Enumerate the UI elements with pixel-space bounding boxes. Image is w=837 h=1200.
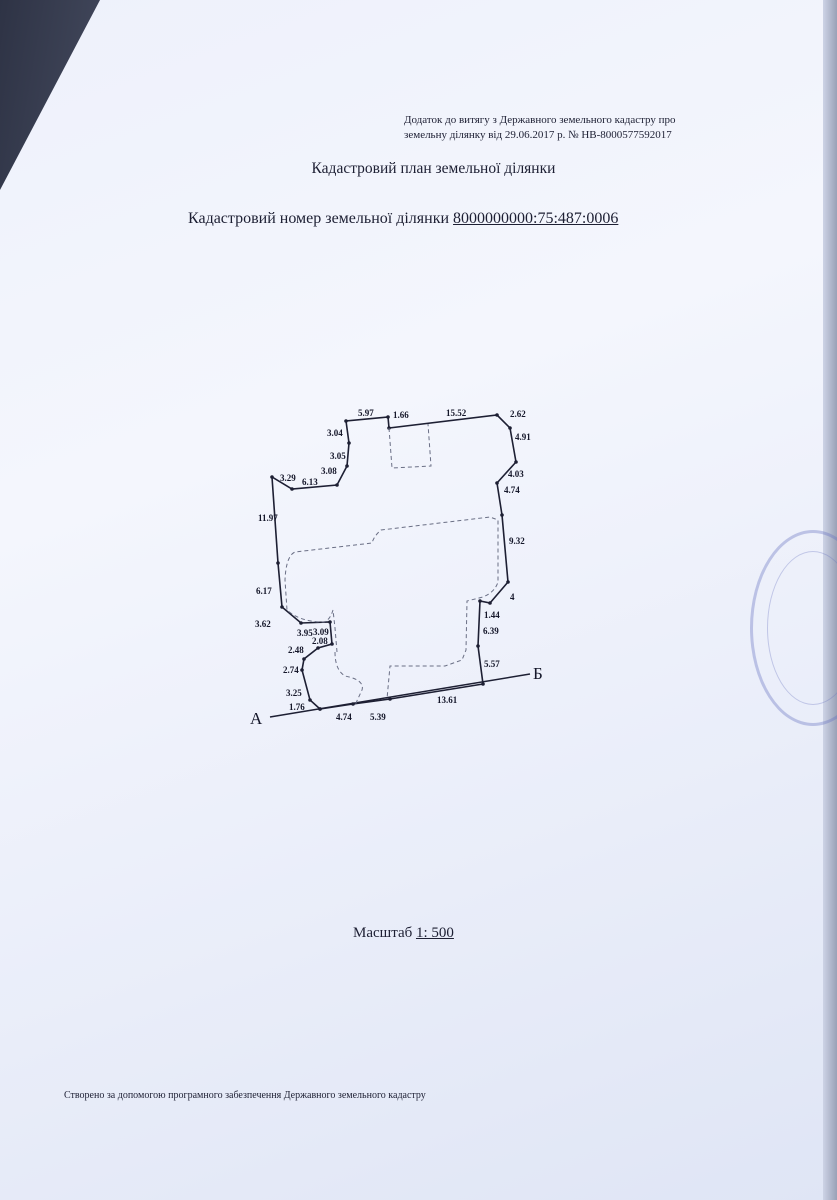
boundary-vertex (270, 475, 274, 479)
boundary-vertex (506, 580, 510, 584)
segment-length-label: 4.03 (508, 469, 524, 479)
boundary-vertex (345, 464, 349, 468)
boundary-vertex (308, 698, 312, 702)
segment-length-label: 13.61 (437, 695, 458, 705)
boundary-vertex (330, 642, 334, 646)
footer-note: Створено за допомогою програмного забезп… (64, 1090, 426, 1101)
segment-length-label: 9.32 (509, 536, 525, 546)
segment-length-label: 1.66 (393, 410, 409, 420)
segment-length-label: 15.52 (446, 408, 467, 418)
point-a-label: А (250, 709, 263, 728)
boundary-vertex (386, 415, 390, 419)
scale-line: Масштаб 1: 500 (353, 925, 454, 942)
segment-length-label: 6.13 (302, 477, 318, 487)
boundary-vertex (316, 646, 320, 650)
boundary-vertex (328, 620, 332, 624)
point-b-label: Б (533, 664, 543, 683)
parcel-boundary (271, 414, 517, 710)
boundary-vertex (335, 483, 339, 487)
boundary-vertex (299, 621, 303, 625)
segment-length-label: 4.91 (515, 432, 531, 442)
segment-length-label: 5.97 (358, 408, 374, 418)
segment-length-label: 2.74 (283, 665, 299, 675)
annex-note: Додаток до витягу з Державного земельног… (404, 113, 704, 143)
boundary-vertex (344, 419, 348, 423)
boundary-vertex (495, 481, 499, 485)
scale-value: 1: 500 (415, 925, 454, 941)
segment-length-label: 3.25 (286, 688, 302, 698)
segment-length-label: 4 (510, 592, 515, 602)
annex-line-2: земельну ділянку від 29.06.2017 р. № НВ-… (404, 129, 672, 141)
cadastral-number-line: Кадастровий номер земельної ділянки 8000… (188, 210, 618, 228)
segment-length-label: 2.08 (312, 636, 328, 646)
boundary-vertex (481, 682, 485, 686)
boundary-vertex (276, 561, 280, 565)
cadastral-number-label: Кадастровий номер земельної ділянки (188, 210, 450, 227)
document-title: Кадастровий план земельної ділянки (311, 160, 556, 177)
segment-length-label: 3.04 (327, 428, 343, 438)
segment-length-label: 3.62 (255, 619, 271, 629)
boundary-vertex (300, 668, 304, 672)
segment-length-label: 3.29 (280, 473, 296, 483)
cadastral-number: 8000000000:75:487:0006 (453, 210, 619, 227)
boundary-vertex (478, 599, 482, 603)
building-outline (284, 423, 499, 706)
boundary-vertex (280, 605, 284, 609)
segment-length-label: 3.95 (297, 628, 313, 638)
segment-length-label: 4.74 (504, 485, 520, 495)
segment-length-label: 6.39 (483, 626, 499, 636)
line-a-b (269, 673, 531, 718)
boundary-vertex (476, 644, 480, 648)
boundary-vertex (495, 413, 499, 417)
boundary-vertex (347, 441, 351, 445)
segment-length-label: 1.76 (289, 702, 305, 712)
boundary-vertex (388, 697, 392, 701)
segment-length-label: 5.39 (370, 712, 386, 722)
segment-length-label: 2.48 (288, 645, 304, 655)
segment-length-label: 2.62 (510, 409, 526, 419)
boundary-vertex (488, 601, 492, 605)
boundary-vertex (351, 702, 355, 706)
segment-length-label: 6.17 (256, 586, 272, 596)
segment-length-label: 11.97 (258, 513, 278, 523)
segment-length-label: 3.08 (321, 466, 337, 476)
boundary-vertex (302, 657, 306, 661)
segment-length-label: 1.44 (484, 610, 500, 620)
boundary-vertex (500, 513, 504, 517)
boundary-vertex (514, 460, 518, 464)
segment-length-label: 5.57 (484, 659, 500, 669)
segment-length-label: 3.09 (313, 627, 329, 637)
boundary-vertex (290, 487, 294, 491)
boundary-vertices (270, 413, 518, 711)
annex-line-1: Додаток до витягу з Державного земельног… (404, 114, 676, 126)
segment-length-label: 4.74 (336, 712, 352, 722)
boundary-vertex (508, 426, 512, 430)
scale-label: Масштаб (353, 925, 413, 941)
segment-length-label: 3.05 (330, 451, 346, 461)
boundary-vertex (318, 707, 322, 711)
